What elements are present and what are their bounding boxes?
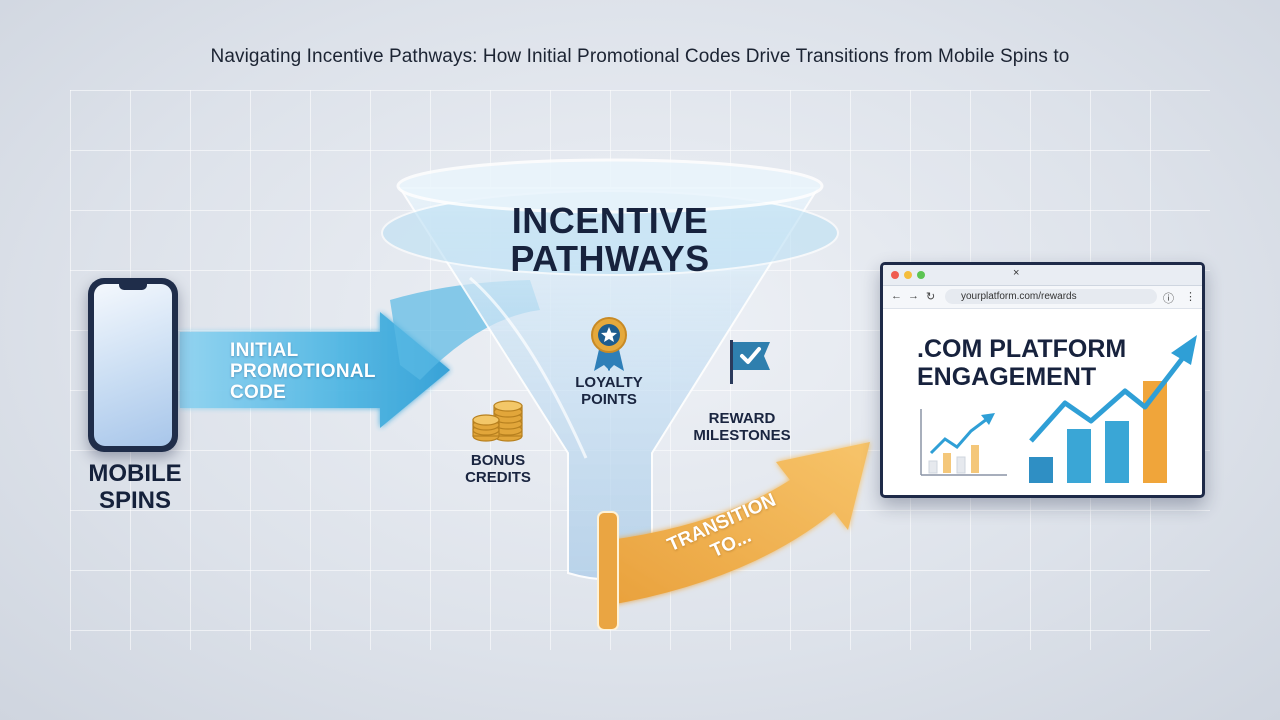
phone-screen bbox=[94, 284, 172, 446]
loyalty-line1: LOYALTY bbox=[575, 374, 643, 391]
close-tab-icon[interactable]: × bbox=[1013, 267, 1020, 279]
ribbon-star-icon bbox=[591, 317, 627, 371]
platform-heading-line1: .COM PLATFORM bbox=[917, 335, 1127, 363]
mobile-phone-icon bbox=[88, 278, 178, 452]
funnel-heading-line2: PATHWAYS bbox=[510, 238, 710, 279]
promo-code-label: INITIAL PROMOTIONAL CODE bbox=[230, 340, 376, 403]
close-window-dot[interactable] bbox=[891, 271, 899, 279]
info-icon[interactable]: ⓘ bbox=[1163, 293, 1174, 305]
forward-arrow-icon[interactable]: → bbox=[908, 290, 919, 302]
large-growth-chart bbox=[1029, 335, 1197, 483]
reward-milestones-label: REWARD MILESTONES bbox=[682, 410, 802, 444]
bonus-line1: BONUS bbox=[470, 452, 526, 469]
milestones-line2: MILESTONES bbox=[693, 427, 791, 444]
checkered-flag-icon bbox=[730, 340, 770, 384]
incentive-funnel bbox=[381, 158, 839, 581]
browser-address-bar: ← → ↻ yourplatform.com/rewards ⓘ ⋮ bbox=[883, 286, 1202, 309]
platform-heading: .COM PLATFORM ENGAGEMENT bbox=[917, 335, 1126, 391]
mobile-label-line2: SPINS bbox=[98, 487, 172, 514]
url-text: yourplatform.com/rewards bbox=[961, 291, 1077, 302]
minimize-window-dot[interactable] bbox=[904, 271, 912, 279]
promo-label-line2: PROMOTIONAL bbox=[230, 361, 376, 382]
promo-label-line1: INITIAL bbox=[230, 340, 299, 361]
small-growth-chart bbox=[920, 409, 1007, 476]
bonus-line2: CREDITS bbox=[465, 469, 531, 486]
funnel-heading: INCENTIVE PATHWAYS bbox=[470, 202, 750, 278]
promo-label-line3: CODE bbox=[230, 382, 287, 403]
transition-arrow bbox=[597, 442, 870, 630]
coin-stack-icon bbox=[472, 400, 523, 442]
bonus-credits-label: BONUS CREDITS bbox=[458, 452, 538, 486]
mobile-label-line1: MOBILE bbox=[88, 460, 182, 487]
menu-kebab-icon[interactable]: ⋮ bbox=[1185, 291, 1196, 303]
platform-heading-line2: ENGAGEMENT bbox=[917, 363, 1097, 391]
maximize-window-dot[interactable] bbox=[917, 271, 925, 279]
reload-icon[interactable]: ↻ bbox=[926, 291, 936, 303]
loyalty-points-label: LOYALTY POINTS bbox=[566, 374, 652, 408]
url-input[interactable]: yourplatform.com/rewards bbox=[945, 289, 1157, 304]
browser-tab-bar: × bbox=[883, 265, 1202, 286]
phone-notch bbox=[119, 284, 147, 290]
loyalty-line2: POINTS bbox=[581, 391, 637, 408]
browser-window: × ← → ↻ yourplatform.com/rewards ⓘ ⋮ .CO… bbox=[880, 262, 1205, 498]
promo-code-arrow bbox=[180, 312, 450, 428]
back-arrow-icon[interactable]: ← bbox=[891, 290, 902, 302]
page-title: Navigating Incentive Pathways: How Initi… bbox=[210, 46, 1070, 67]
funnel-heading-line1: INCENTIVE bbox=[511, 200, 709, 241]
mobile-spins-label: MOBILE SPINS bbox=[70, 460, 200, 514]
milestones-line1: REWARD bbox=[708, 410, 776, 427]
